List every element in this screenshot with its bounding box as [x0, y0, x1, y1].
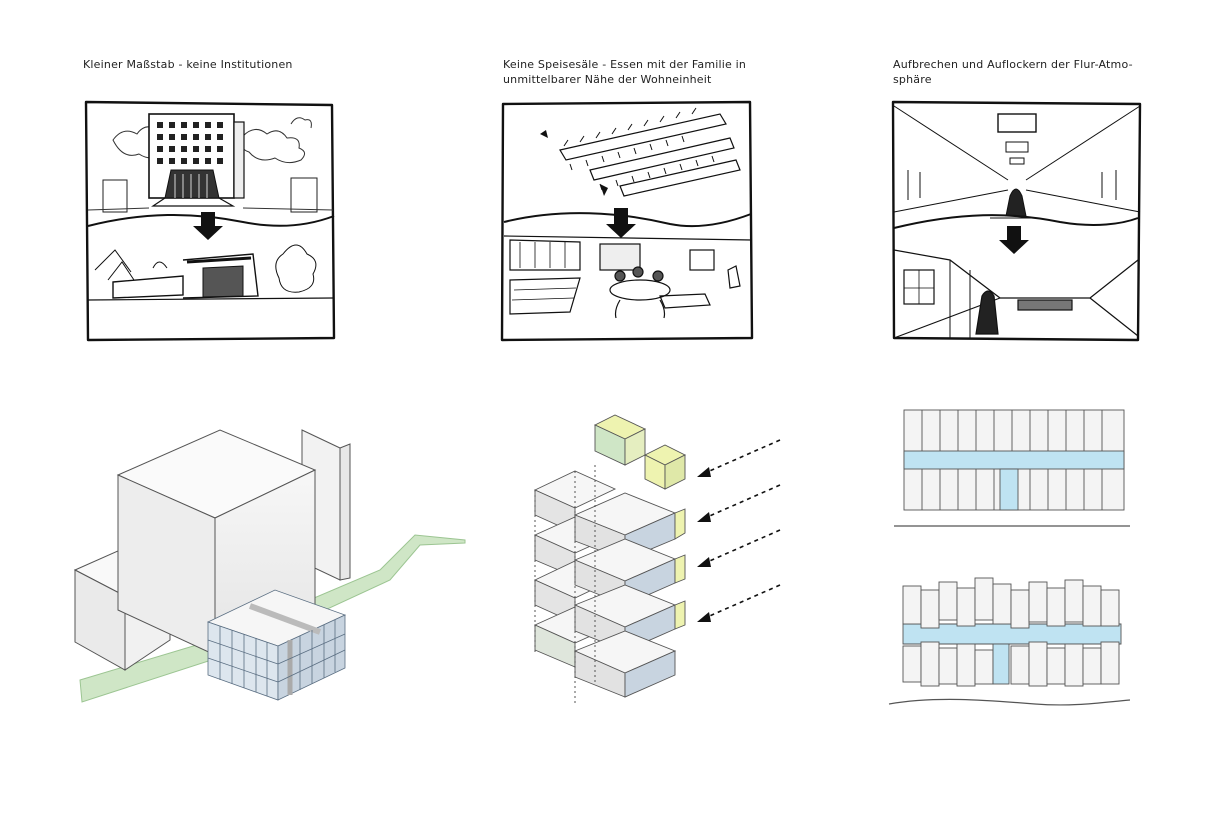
- plan-varied-corridor: [888, 577, 1131, 706]
- varied-corridor-units: [902, 577, 1122, 687]
- side-building-right: [290, 177, 318, 213]
- side-building-left: [102, 179, 128, 213]
- sketch-divider: [893, 214, 1139, 229]
- caption-corridor-line2: sphäre: [893, 73, 932, 86]
- caption-small-scale-text: Kleiner Maßstab - keine Institutionen: [83, 58, 293, 71]
- caption-dining-line2: unmittelbarer Nähe der Wohneinheit: [503, 73, 712, 86]
- small-houses: [87, 244, 334, 301]
- iso-small-scale-diagram: [73, 429, 466, 703]
- dining-hall-tables: [559, 107, 741, 197]
- institution-tower: [148, 113, 245, 207]
- caption-corridor-line1: Aufbrechen und Auflockern der Flur-Atmo-: [893, 58, 1133, 71]
- sketch-frame: [500, 100, 754, 342]
- iso-family-units-diagram: [533, 414, 781, 705]
- main-volume: [73, 429, 351, 671]
- family-kitchen: [503, 235, 753, 319]
- sketch-small-scale: [84, 100, 336, 342]
- dashed-arrow-icon: [704, 439, 781, 619]
- housing-cluster: [206, 589, 347, 701]
- stacked-units: [533, 414, 687, 705]
- sketch-corridor: [891, 100, 1142, 342]
- caption-corridor: Aufbrechen und Auflockern der Flur-Atmo-…: [893, 57, 1143, 87]
- caption-dining-line1: Keine Speisesäle - Essen mit der Familie…: [503, 58, 747, 71]
- sketch-frame: [891, 100, 1142, 342]
- plan-straight-corridor: [894, 409, 1130, 527]
- sketch-frame: [84, 100, 336, 342]
- down-arrow-icon: [606, 208, 636, 238]
- ground-line: [888, 698, 1131, 706]
- sketch-divider: [87, 213, 335, 227]
- sketch-dining: [500, 100, 754, 342]
- down-arrow-icon: [193, 212, 223, 240]
- caption-dining: Keine Speisesäle - Essen mit der Familie…: [503, 57, 763, 87]
- down-arrow-icon: [999, 226, 1029, 254]
- caption-small-scale: Kleiner Maßstab - keine Institutionen: [83, 57, 383, 72]
- sketch-divider: [503, 212, 752, 228]
- long-corridor: [893, 105, 1141, 219]
- open-corridor: [893, 249, 1139, 339]
- cloud-right: [240, 129, 305, 164]
- cloud-small: [290, 117, 312, 129]
- corridor-plan-units: [903, 409, 1125, 511]
